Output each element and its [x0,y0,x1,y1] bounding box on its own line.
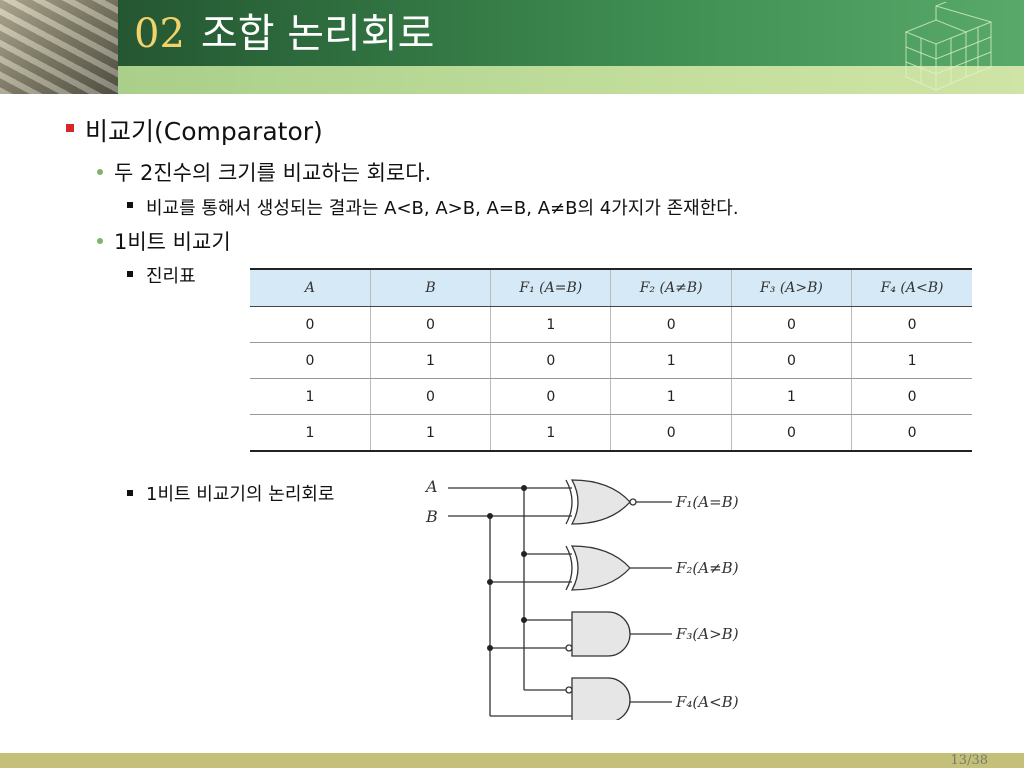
bullet-level1-comparator: 비교기(Comparator) [85,117,323,146]
table-cell: 1 [730,378,852,415]
table-row: 1 1 1 0 0 0 [250,414,972,452]
header-photo-image [0,0,118,94]
table-cell: 0 [369,378,491,415]
table-cell: 1 [369,342,491,379]
table-row: 1 0 0 1 1 0 [250,378,972,415]
comparator-logic-circuit: A B F₁(A=B) F₂(A≠B) F₃(A>B) F₄(A<B) [424,477,739,720]
table-cell: 0 [851,306,972,343]
table-cell: 0 [490,342,611,379]
xor-gate-icon [565,545,631,591]
bullet-marker [66,124,74,132]
table-cell: 1 [610,378,732,415]
table-cell: 0 [610,414,732,452]
table-cell: 1 [490,306,611,343]
output-f2-label: F₂(A≠B) [675,559,739,577]
bullet-level3-truth-table: 진리표 [146,266,196,287]
table-cell: 1 [851,342,972,379]
table-header-cell: F₃ (A>B) [730,268,852,307]
bullet-level2-definition: 두 2진수의 크기를 비교하는 회로다. [114,161,432,185]
bullet-level2-1bit: 1비트 비교기 [114,230,231,254]
bullet-level3-logic-circuit: 1비트 비교기의 논리회로 [146,484,335,505]
bullet-marker [97,169,103,175]
slide-title: 02 조합 논리회로 [134,6,434,62]
and-gate-icon [565,677,631,720]
bullet-marker [97,238,103,244]
table-cell: 0 [851,414,972,452]
table-cell: 0 [250,342,371,379]
input-b-label: B [425,507,438,526]
input-a-label: A [424,477,438,496]
table-row: 0 1 0 1 0 1 [250,342,972,379]
table-cell: 1 [610,342,732,379]
table-cell: 0 [490,378,611,415]
table-cell: 0 [730,342,852,379]
bullet-level3-results: 비교를 통해서 생성되는 결과는 A<B, A>B, A=B, A≠B의 4가지… [146,198,739,219]
table-cell: 0 [369,306,491,343]
output-f4-label: F₄(A<B) [675,693,739,711]
bullet-marker [127,490,133,496]
slide-footer-bar [0,753,1024,768]
table-cell: 0 [250,306,371,343]
table-cell: 0 [610,306,732,343]
table-header-cell: F₂ (A≠B) [610,268,732,307]
section-number: 02 [134,11,185,57]
table-cell: 1 [490,414,611,452]
table-cell: 1 [369,414,491,452]
output-f1-label: F₁(A=B) [675,493,739,511]
xnor-gate-icon [565,479,637,525]
bullet-marker [127,271,133,277]
table-cell: 0 [730,306,852,343]
table-header-cell: F₄ (A<B) [851,268,972,307]
table-header-cell: F₁ (A=B) [490,268,611,307]
output-f3-label: F₃(A>B) [675,625,739,643]
table-cell: 0 [730,414,852,452]
section-title: 조합 논리회로 [200,11,435,57]
bullet-marker [127,202,133,208]
table-header-row: A B F₁ (A=B) F₂ (A≠B) F₃ (A>B) F₄ (A<B) [250,268,972,307]
table-cell: 1 [250,414,371,452]
table-cell: 0 [851,378,972,415]
table-header-cell: B [369,268,491,307]
header-accent-strip [118,66,1024,94]
table-row: 0 0 1 0 0 0 [250,306,972,343]
table-cell: 1 [250,378,371,415]
and-gate-icon [565,611,631,657]
truth-table: A B F₁ (A=B) F₂ (A≠B) F₃ (A>B) F₄ (A<B) … [250,268,972,452]
table-header-cell: A [250,268,371,307]
page-number: 13/38 [950,753,988,768]
cube-decoration-icon [904,2,992,91]
